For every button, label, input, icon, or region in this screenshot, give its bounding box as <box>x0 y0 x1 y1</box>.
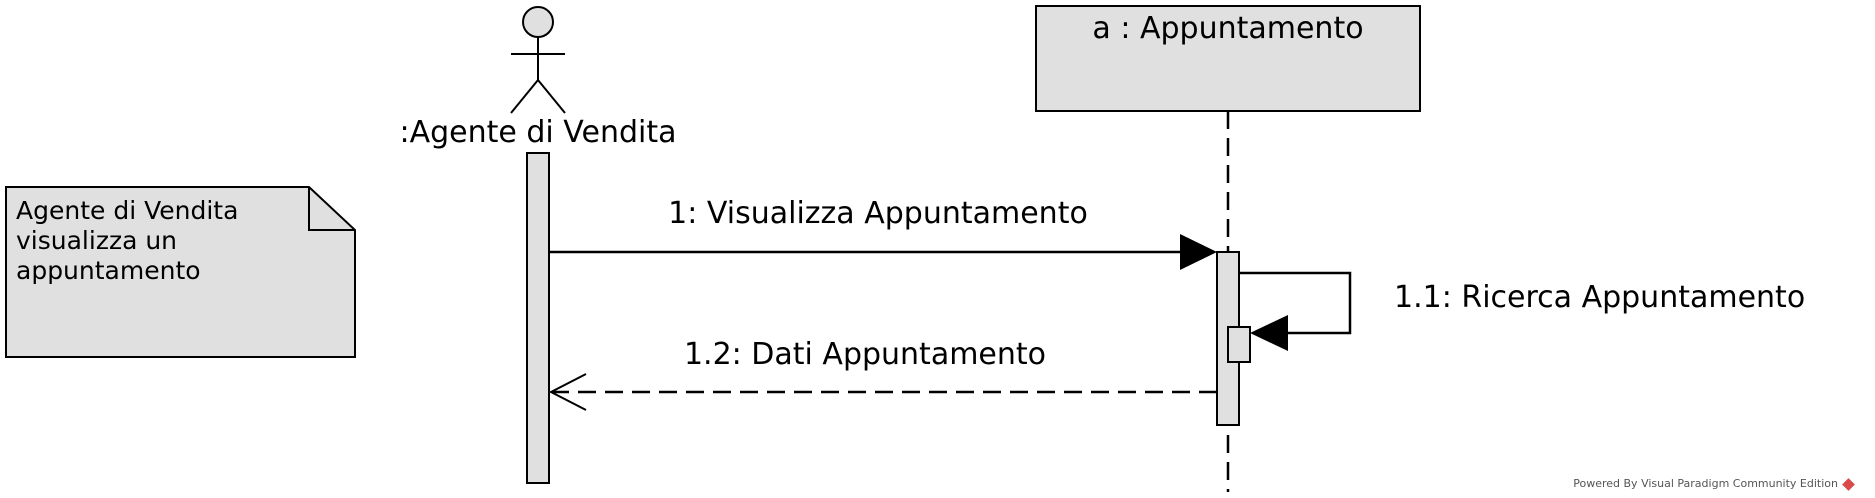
message-1-2-label: 1.2: Dati Appuntamento <box>684 337 1046 372</box>
message-ricerca-appuntamento: 1.1: Ricerca Appuntamento <box>1239 271 1805 351</box>
note-shape <box>5 186 356 358</box>
actor-agente-di-vendita: :Agente di Vendita <box>399 6 677 484</box>
actor-activation-bar <box>526 152 550 484</box>
note-fold <box>308 187 355 231</box>
watermark-text: Powered By Visual Paradigm Community Edi… <box>1573 477 1838 490</box>
message-1-2-arrowhead <box>548 373 587 411</box>
message-1-1-arrowhead <box>1250 315 1288 351</box>
message-dati-appuntamento: 1.2: Dati Appuntamento <box>548 337 1217 411</box>
message-1-1-label: 1.1: Ricerca Appuntamento <box>1394 280 1805 315</box>
message-1-label: 1: Visualizza Appuntamento <box>668 196 1088 231</box>
visual-paradigm-logo-icon <box>1842 477 1855 491</box>
object-appuntamento: a : Appuntamento <box>1035 5 1421 492</box>
note: Agente di Vendita visualizza un appuntam… <box>5 186 356 358</box>
nested-activation-bar <box>1227 326 1251 363</box>
object-box <box>1035 5 1421 112</box>
actor-icon <box>510 6 566 114</box>
object-label: a : Appuntamento <box>1092 11 1363 46</box>
note-line-2: visualizza un <box>16 226 177 255</box>
watermark: Powered By Visual Paradigm Community Edi… <box>1573 477 1855 491</box>
note-line-3: appuntamento <box>16 256 201 285</box>
note-line-1: Agente di Vendita <box>16 196 238 225</box>
message-1-arrowhead <box>1180 234 1217 270</box>
message-1-1-line <box>1239 271 1352 335</box>
actor-label: :Agente di Vendita <box>399 115 676 150</box>
message-visualizza-appuntamento: 1: Visualizza Appuntamento <box>549 196 1217 270</box>
